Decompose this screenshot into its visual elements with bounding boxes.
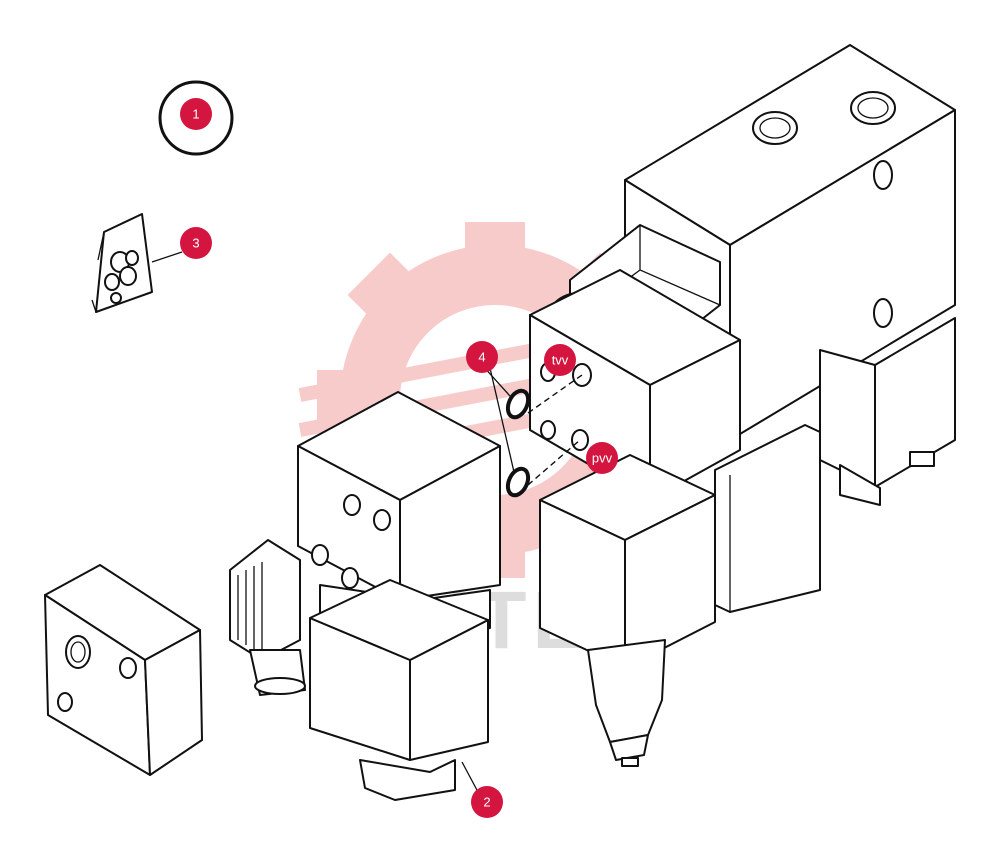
callout-1: 1 bbox=[180, 98, 212, 130]
part-ring bbox=[158, 80, 234, 156]
callout-tvv: tvv bbox=[544, 344, 576, 376]
part-solenoid-valve bbox=[229, 391, 501, 801]
callout-4: 4 bbox=[466, 341, 498, 373]
svg-text:4: 4 bbox=[478, 350, 485, 365]
part-valve-stack bbox=[529, 224, 821, 767]
callout-3: 3 bbox=[180, 227, 212, 259]
svg-text:1: 1 bbox=[192, 107, 199, 122]
part-seal-kit bbox=[91, 213, 183, 313]
svg-text:tvv: tvv bbox=[552, 353, 569, 368]
callout-pvv: pvv bbox=[586, 442, 618, 474]
part-subplate bbox=[44, 564, 203, 776]
callout-2: 2 bbox=[471, 786, 503, 818]
svg-text:3: 3 bbox=[192, 236, 199, 251]
part-o-rings bbox=[481, 364, 583, 498]
svg-text:pvv: pvv bbox=[592, 451, 613, 466]
svg-text:2: 2 bbox=[483, 795, 490, 810]
